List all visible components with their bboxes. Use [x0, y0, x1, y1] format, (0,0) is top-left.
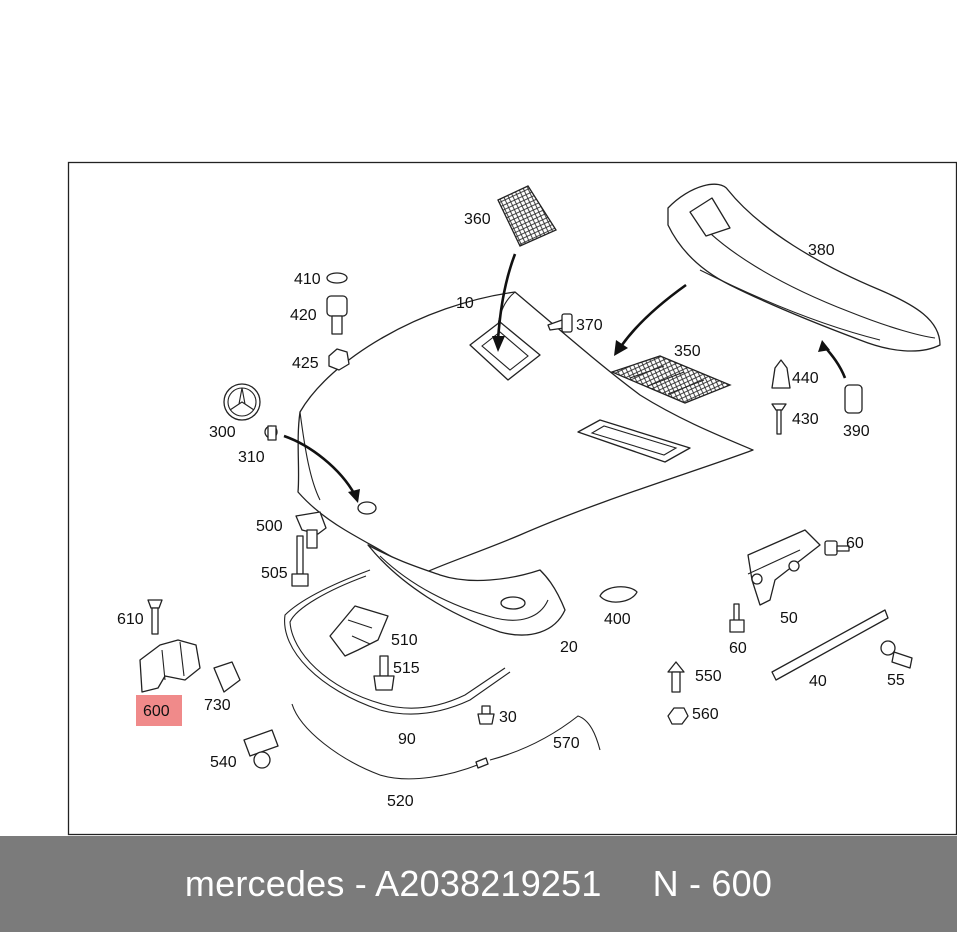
label-20: 20 [560, 639, 578, 656]
label-380: 380 [808, 242, 835, 259]
bracket-part-600[interactable] [139, 639, 201, 693]
label-560: 560 [692, 706, 719, 723]
latch-part-510[interactable] [329, 605, 389, 657]
grille-part-350[interactable] [610, 355, 732, 404]
hood-part-10[interactable] [297, 291, 754, 576]
ring-part-410[interactable] [326, 272, 348, 284]
label-400: 400 [604, 611, 631, 628]
hood-inner-panel-20[interactable] [367, 544, 566, 636]
label-10: 10 [456, 295, 474, 312]
label-730: 730 [204, 697, 231, 714]
label-550: 550 [695, 668, 722, 685]
highlight-box-600 [136, 695, 182, 726]
label-350: 350 [674, 343, 701, 360]
label-515: 515 [393, 660, 420, 677]
label-570: 570 [553, 735, 580, 752]
pad-part-730[interactable] [213, 661, 241, 693]
label-505: 505 [261, 565, 288, 582]
label-540: 540 [210, 754, 237, 771]
nut-part-560[interactable] [667, 707, 689, 725]
label-40: 40 [809, 673, 827, 690]
cable-part-570[interactable] [489, 715, 601, 761]
nut-part-425[interactable] [328, 348, 350, 371]
label-50: 50 [780, 610, 798, 627]
clip-part-540[interactable] [243, 729, 279, 769]
label-425: 425 [292, 355, 319, 372]
bolt-part-30[interactable] [477, 705, 495, 725]
footer-part-number: mercedes - A2038219251 N - 600 [184, 863, 773, 904]
screw-part-430[interactable] [771, 403, 787, 435]
grommet-part-400[interactable] [599, 586, 638, 603]
label-600: 600 [143, 703, 170, 720]
clip-part-440[interactable] [771, 359, 791, 389]
bolt-part-60b[interactable] [729, 603, 745, 633]
grille-part-360[interactable] [497, 185, 557, 247]
bolt-part-505[interactable] [291, 535, 309, 587]
plug-part-390[interactable] [844, 384, 863, 414]
label-30: 30 [499, 709, 517, 726]
label-510: 510 [391, 632, 418, 649]
label-390: 390 [843, 423, 870, 440]
label-55: 55 [887, 672, 905, 689]
gas-strut-part-40[interactable] [771, 609, 889, 681]
footer-bar: mercedes - A2038219251 N - 600 [0, 836, 957, 932]
label-610: 610 [117, 611, 144, 628]
fastener-part-550[interactable] [667, 661, 685, 693]
label-440: 440 [792, 370, 819, 387]
label-370: 370 [576, 317, 603, 334]
lock-part-500[interactable] [295, 511, 327, 549]
label-520: 520 [387, 793, 414, 810]
star-emblem-300[interactable] [223, 383, 261, 421]
screw-part-370[interactable] [547, 313, 573, 333]
seal-part-90[interactable] [284, 569, 511, 715]
arrows [283, 253, 847, 503]
label-60a: 60 [846, 535, 864, 552]
ball-stud-part-55[interactable] [880, 640, 913, 669]
cowl-part-380[interactable] [667, 183, 941, 352]
label-300: 300 [209, 424, 236, 441]
screw-part-610[interactable] [147, 599, 163, 635]
clip-part-310[interactable] [264, 425, 278, 441]
hinge-part-50[interactable] [747, 529, 821, 606]
label-430: 430 [792, 411, 819, 428]
bolt-part-60a[interactable] [824, 540, 850, 556]
label-310: 310 [238, 449, 265, 466]
bolt-part-515[interactable] [373, 655, 395, 691]
bumper-part-420[interactable] [326, 295, 348, 335]
label-420: 420 [290, 307, 317, 324]
label-410: 410 [294, 271, 321, 288]
label-500: 500 [256, 518, 283, 535]
label-360: 360 [464, 211, 491, 228]
label-90: 90 [398, 731, 416, 748]
label-60b: 60 [729, 640, 747, 657]
cable-part-520[interactable] [291, 703, 489, 780]
